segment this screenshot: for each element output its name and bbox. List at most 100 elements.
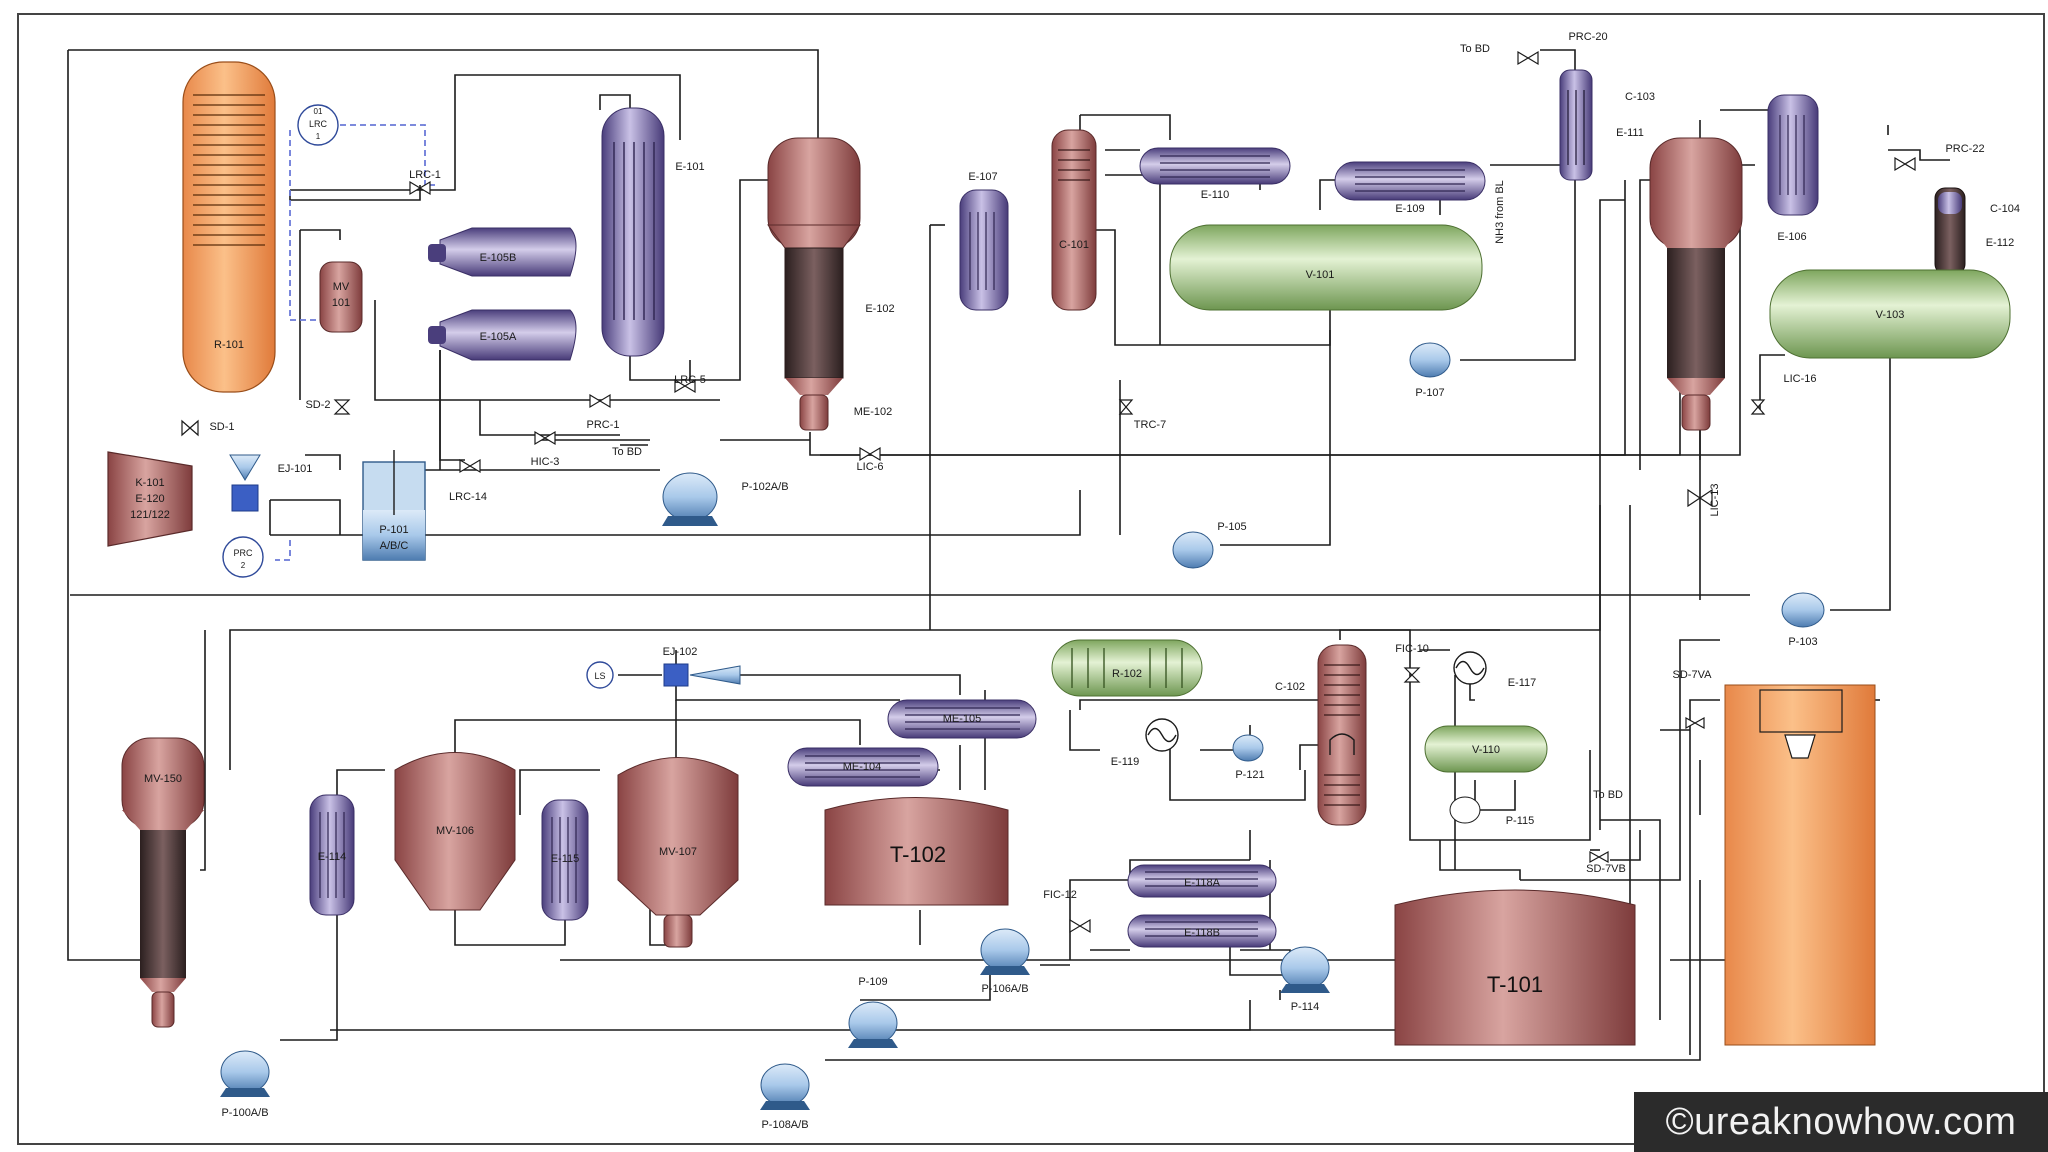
- pump-p115: P-115: [1449, 796, 1535, 827]
- to-bd-1-label: To BD: [612, 446, 642, 458]
- e102-label: E-102: [865, 303, 894, 315]
- pump-p108: P-108A/B: [760, 1063, 810, 1131]
- e115-label: E-115: [551, 853, 580, 865]
- vessel-mv106: MV-106: [394, 752, 516, 911]
- valves-upper: [181, 50, 1916, 508]
- exchanger-e105b: E-105B: [428, 227, 577, 277]
- prc20-label: PRC-20: [1568, 31, 1607, 43]
- exchanger-e117: E-117: [1453, 651, 1537, 689]
- sd7vb-label: SD-7VB: [1586, 863, 1626, 875]
- p101-label-2: A/B/C: [380, 540, 409, 552]
- lic16-label: LIC-16: [1783, 373, 1816, 385]
- exchanger-e110: E-110: [1139, 147, 1291, 201]
- exchanger-e106: E-106: [1767, 94, 1819, 243]
- to-bd-2-label: To BD: [1460, 43, 1490, 55]
- vessel-v103: V-103: [1769, 269, 2011, 359]
- v101-label: V-101: [1306, 269, 1335, 281]
- c104-label: C-104: [1990, 203, 2020, 215]
- me104-label: ME-104: [843, 761, 882, 773]
- e109-label: E-109: [1395, 203, 1424, 215]
- vessel-v101: V-101: [1169, 224, 1483, 311]
- k101-label-1: K-101: [135, 477, 164, 489]
- t102-label: T-102: [890, 842, 946, 867]
- exchanger-me104: ME-104: [787, 747, 939, 787]
- p106-label: P-106A/B: [981, 983, 1028, 995]
- lrc5-label: LRC-5: [674, 374, 706, 386]
- p101-label-1: P-101: [379, 524, 408, 536]
- k101-label-3: 121/122: [130, 509, 170, 521]
- ej102-label: EJ-102: [663, 646, 698, 658]
- nh3-line-label: NH3 from BL: [1494, 180, 1506, 244]
- pump-p109: P-109: [848, 976, 898, 1048]
- lrc-bubble-1: 01: [314, 107, 323, 116]
- stripper-right: [1649, 137, 1743, 431]
- to-bd-3-label: To BD: [1593, 789, 1623, 801]
- prc-bubble-1: PRC: [233, 548, 253, 558]
- e112-label: E-112: [1986, 237, 2015, 249]
- e119-label: E-119: [1111, 756, 1140, 768]
- sd1-label: SD-1: [209, 421, 234, 433]
- reactor-r101: R-101: [182, 61, 276, 393]
- trc7-label: TRC-7: [1134, 419, 1166, 431]
- e101-label: E-101: [675, 161, 704, 173]
- sd2-label: SD-2: [305, 399, 330, 411]
- c102-label: C-102: [1275, 681, 1305, 693]
- e118a-label: E-118A: [1184, 877, 1221, 889]
- vessel-v110: V-110: [1424, 725, 1548, 773]
- exchanger-e114: E-114: [309, 794, 355, 916]
- tank-t102: T-102: [824, 797, 1009, 906]
- k101-label-2: E-120: [135, 493, 164, 505]
- sd7va-label: SD-7VA: [1673, 669, 1713, 681]
- column-c101: C-101: [1051, 129, 1097, 311]
- pump-p103: P-103: [1781, 592, 1825, 648]
- e110-label: E-110: [1201, 189, 1230, 201]
- diagram-border: [17, 13, 2045, 1145]
- p121-label: P-121: [1235, 769, 1264, 781]
- v103-label: V-103: [1876, 309, 1905, 321]
- column-c102: C-102: [1275, 644, 1367, 826]
- p102-label: P-102A/B: [741, 481, 788, 493]
- valves-lower: [1069, 667, 1705, 934]
- mv107-label: MV-107: [659, 846, 697, 858]
- pump-p121: P-121: [1232, 734, 1265, 781]
- exchanger-e118a: E-118A: [1127, 864, 1277, 898]
- lrc-bubble-3: 1: [316, 132, 321, 141]
- prc1-label: PRC-1: [586, 419, 619, 431]
- exchanger-me105: ME-105: [887, 699, 1037, 739]
- ejector-ej101: EJ-101: [229, 454, 312, 512]
- pump-p107: P-107: [1409, 342, 1451, 399]
- p115-label: P-115: [1506, 815, 1535, 827]
- instrument-lrc-bubble: 01 LRC 1: [297, 104, 339, 146]
- column-c104: C-104 E-112: [1934, 187, 2020, 275]
- lrc1-label: LRC-1: [409, 169, 441, 181]
- p108-label: P-108A/B: [761, 1119, 808, 1131]
- pump-p106: P-106A/B: [980, 928, 1030, 995]
- r101-label: R-101: [214, 339, 244, 351]
- lrc-bubble-2: LRC: [309, 119, 328, 129]
- t101-label: T-101: [1487, 972, 1543, 997]
- e117-label: E-117: [1508, 677, 1537, 689]
- vessel-mv150: MV-150: [121, 737, 205, 1028]
- pump-p114: P-114: [1280, 946, 1330, 1013]
- exchanger-e115: E-115: [541, 799, 589, 921]
- p107-label: P-107: [1415, 387, 1444, 399]
- fic12-label: FIC-12: [1043, 889, 1077, 901]
- p100-label: P-100A/B: [221, 1107, 268, 1119]
- e114-label: E-114: [318, 851, 347, 863]
- p114-label: P-114: [1291, 1001, 1320, 1013]
- e111-label: E-111: [1616, 127, 1644, 139]
- lic6-label: LIC-6: [857, 461, 884, 473]
- exchanger-e118b: E-118B: [1127, 914, 1277, 948]
- me102-label: ME-102: [854, 406, 893, 418]
- pump-tank-p101: P-101 A/B/C: [362, 450, 426, 561]
- mv106-label: MV-106: [436, 825, 474, 837]
- pump-p102: P-102A/B: [662, 472, 789, 526]
- exchanger-e101: E-101: [601, 107, 705, 357]
- lic13-label: LIC-13: [1709, 483, 1721, 516]
- v110-label: V-110: [1472, 744, 1500, 756]
- exchanger-e105a: E-105A: [428, 309, 577, 361]
- pump-p105: P-105: [1172, 521, 1247, 569]
- prc22-label: PRC-22: [1945, 143, 1984, 155]
- pump-p100: P-100A/B: [220, 1050, 270, 1119]
